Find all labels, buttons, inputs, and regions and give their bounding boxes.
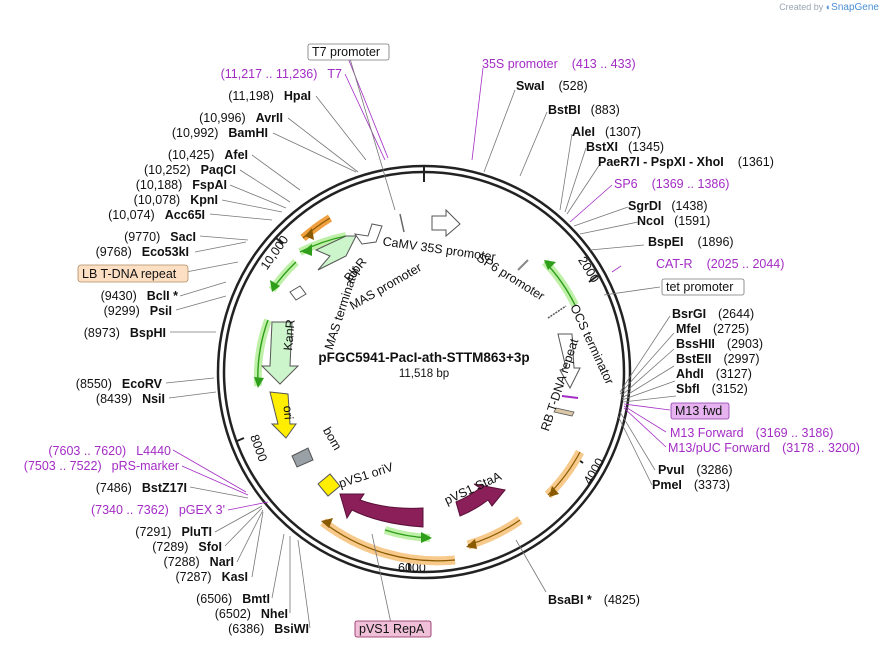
primer-l4440: (7603 .. 7620)L4440 bbox=[48, 444, 171, 458]
kanr-arrow bbox=[260, 321, 300, 385]
outer-track-arrowheads bbox=[254, 228, 559, 549]
primer-m13-forward: M13 Forward(3169 .. 3186) bbox=[670, 426, 833, 440]
label-rb-tdna: RB T-DNA repeat bbox=[538, 336, 581, 432]
bom-box bbox=[291, 447, 314, 468]
primer-cat-r: CAT-R(2025 .. 2044) bbox=[656, 257, 784, 271]
enzyme-hpai: (11,198)HpaI bbox=[228, 89, 311, 103]
m13-fwd-label: M13 fwd bbox=[675, 404, 722, 418]
enzyme-acc65i: (10,074)Acc65I bbox=[108, 208, 205, 222]
snapgene-logo-icon: ◐ bbox=[825, 2, 832, 12]
ocs-terminator-arrow bbox=[557, 333, 581, 390]
pvs1-repa-box: pVS1 RepA bbox=[354, 620, 432, 638]
ori-arrow bbox=[269, 391, 297, 439]
enzyme-bsrgi: BsrGI(2644) bbox=[672, 307, 754, 321]
enzyme-bmti: (6506)BmtI bbox=[196, 592, 270, 606]
enzyme-alei: AleI(1307) bbox=[572, 125, 641, 139]
pvs1-staa-arrow bbox=[455, 483, 506, 517]
tick-8000: 8000 bbox=[247, 433, 270, 464]
mas-terminator-arrow bbox=[289, 285, 307, 301]
plasmid-name: pFGC5941-PacI-ath-STTM863+3p bbox=[318, 350, 529, 365]
enzyme-ncoi: NcoI(1591) bbox=[637, 214, 710, 228]
pvs1-repa-label: pVS1 RepA bbox=[359, 622, 425, 636]
enzyme-bsiwi: (6386)BsiWI bbox=[228, 622, 309, 636]
enzyme-ahdi: AhdI(3127) bbox=[676, 367, 752, 381]
enzyme-bstbi: BstBI(883) bbox=[548, 103, 620, 117]
enzyme-fspai: (10,188)FspAI bbox=[136, 178, 227, 192]
label-pvs1-oriv: pVS1 oriV bbox=[337, 460, 395, 491]
m13-fwd-box: M13 fwd bbox=[670, 402, 730, 420]
enzyme-bamhi: (10,992)BamHI bbox=[172, 126, 268, 140]
enzyme-kasi: (7287)KasI bbox=[175, 570, 248, 584]
enzyme-bstxi: BstXI(1345) bbox=[586, 140, 664, 154]
pvs1-oriv-diamond bbox=[317, 473, 341, 497]
enzyme-nhei: (6502)NheI bbox=[215, 607, 288, 621]
enzyme-sgrdi: SgrDI(1438) bbox=[628, 199, 707, 213]
enzyme-eco53ki: (9768)Eco53kI bbox=[96, 245, 189, 259]
enzyme-sfoi: (7289)SfoI bbox=[152, 540, 222, 554]
primer-35s: 35S promoter(413 .. 433) bbox=[482, 57, 636, 71]
label-bom: bom bbox=[320, 425, 344, 453]
enzyme-bsteii: BstEII(2997) bbox=[676, 352, 760, 366]
primer-m13-puc-forward: M13/pUC Forward(3178 .. 3200) bbox=[668, 441, 860, 455]
enzyme-nsii: (8439)NsiI bbox=[96, 392, 165, 406]
leader-lines-right bbox=[471, 67, 677, 593]
primer-t7: (11,217 .. 11,236)T7 bbox=[221, 67, 342, 81]
enzyme-paqci: (10,252)PaqCI bbox=[144, 163, 236, 177]
leader-lines-left bbox=[165, 51, 691, 629]
primer-sp6: SP6(1369 .. 1386) bbox=[614, 177, 729, 191]
enzyme-bsabi: BsaBI *(4825) bbox=[548, 593, 640, 607]
enzyme-mfei: MfeI(2725) bbox=[676, 322, 749, 336]
enzyme-psii: (9299)PsiI bbox=[104, 304, 172, 318]
enzyme-sbfi: SbfI(3152) bbox=[676, 382, 748, 396]
orange-feature-3 bbox=[466, 516, 523, 550]
credit-prefix: Created by bbox=[779, 2, 824, 12]
enzyme-bsshii: BssHII(2903) bbox=[676, 337, 763, 351]
lb-tdna-box: LB T-DNA repeat bbox=[77, 264, 189, 283]
label-kanr: KanR bbox=[281, 319, 298, 351]
mas-promoter-arrow bbox=[353, 223, 383, 245]
credit-brand: SnapGene bbox=[831, 2, 879, 13]
tick-6000: 6000 bbox=[398, 561, 426, 575]
enzyme-bsphi: (8973)BspHI bbox=[84, 326, 166, 340]
tet-promoter-box: tet promoter bbox=[661, 278, 745, 296]
enzyme-swai: SwaI(528) bbox=[516, 79, 588, 93]
label-ori: ori bbox=[280, 405, 295, 420]
blpr-arrow bbox=[314, 235, 357, 271]
tet-promoter-label: tet promoter bbox=[666, 280, 733, 294]
enzyme-nari: (7288)NarI bbox=[164, 555, 234, 569]
primer-pgex3: (7340 .. 7362)pGEX 3' bbox=[91, 503, 225, 517]
enzyme-paer7i-pspxi-xhoi: PaeR7I - PspXI - XhoI(1361) bbox=[598, 155, 774, 169]
enzyme-bstz17i: (7486)BstZ17I bbox=[96, 481, 187, 495]
snapgene-credit: Created by ◐SnapGene bbox=[779, 2, 879, 13]
tick-2000: 2000 bbox=[575, 254, 602, 285]
enzyme-bspei: BspEI(1896) bbox=[648, 235, 734, 249]
enzyme-pluti: (7291)PluTI bbox=[135, 525, 212, 539]
t7-promoter-label: T7 promoter bbox=[312, 45, 380, 59]
lb-tdna-label: LB T-DNA repeat bbox=[82, 267, 177, 281]
enzyme-kpni: (10,078)KpnI bbox=[134, 193, 218, 207]
plasmid-length: 11,518 bp bbox=[399, 368, 449, 380]
enzyme-ecorv: (8550)EcoRV bbox=[76, 377, 163, 391]
enzyme-avrii: (10,996)AvrII bbox=[199, 111, 283, 125]
enzyme-bcli: (9430)BclI * bbox=[101, 289, 179, 303]
primer-prs-marker: (7503 .. 7522)pRS-marker bbox=[24, 459, 179, 473]
camv35s-arrow bbox=[431, 208, 461, 238]
t7-promoter-box: T7 promoter bbox=[307, 43, 390, 61]
pvs1-repa-arrow bbox=[339, 493, 424, 528]
enzyme-pmei: PmeI(3373) bbox=[652, 478, 730, 492]
inner-features bbox=[260, 208, 581, 528]
enzyme-saci: (9770)SacI bbox=[124, 230, 196, 244]
enzyme-afei: (10,425)AfeI bbox=[168, 148, 248, 162]
label-sp6-promoter: SP6 promoter bbox=[474, 251, 547, 304]
enzyme-pvui: PvuI(3286) bbox=[658, 463, 733, 477]
